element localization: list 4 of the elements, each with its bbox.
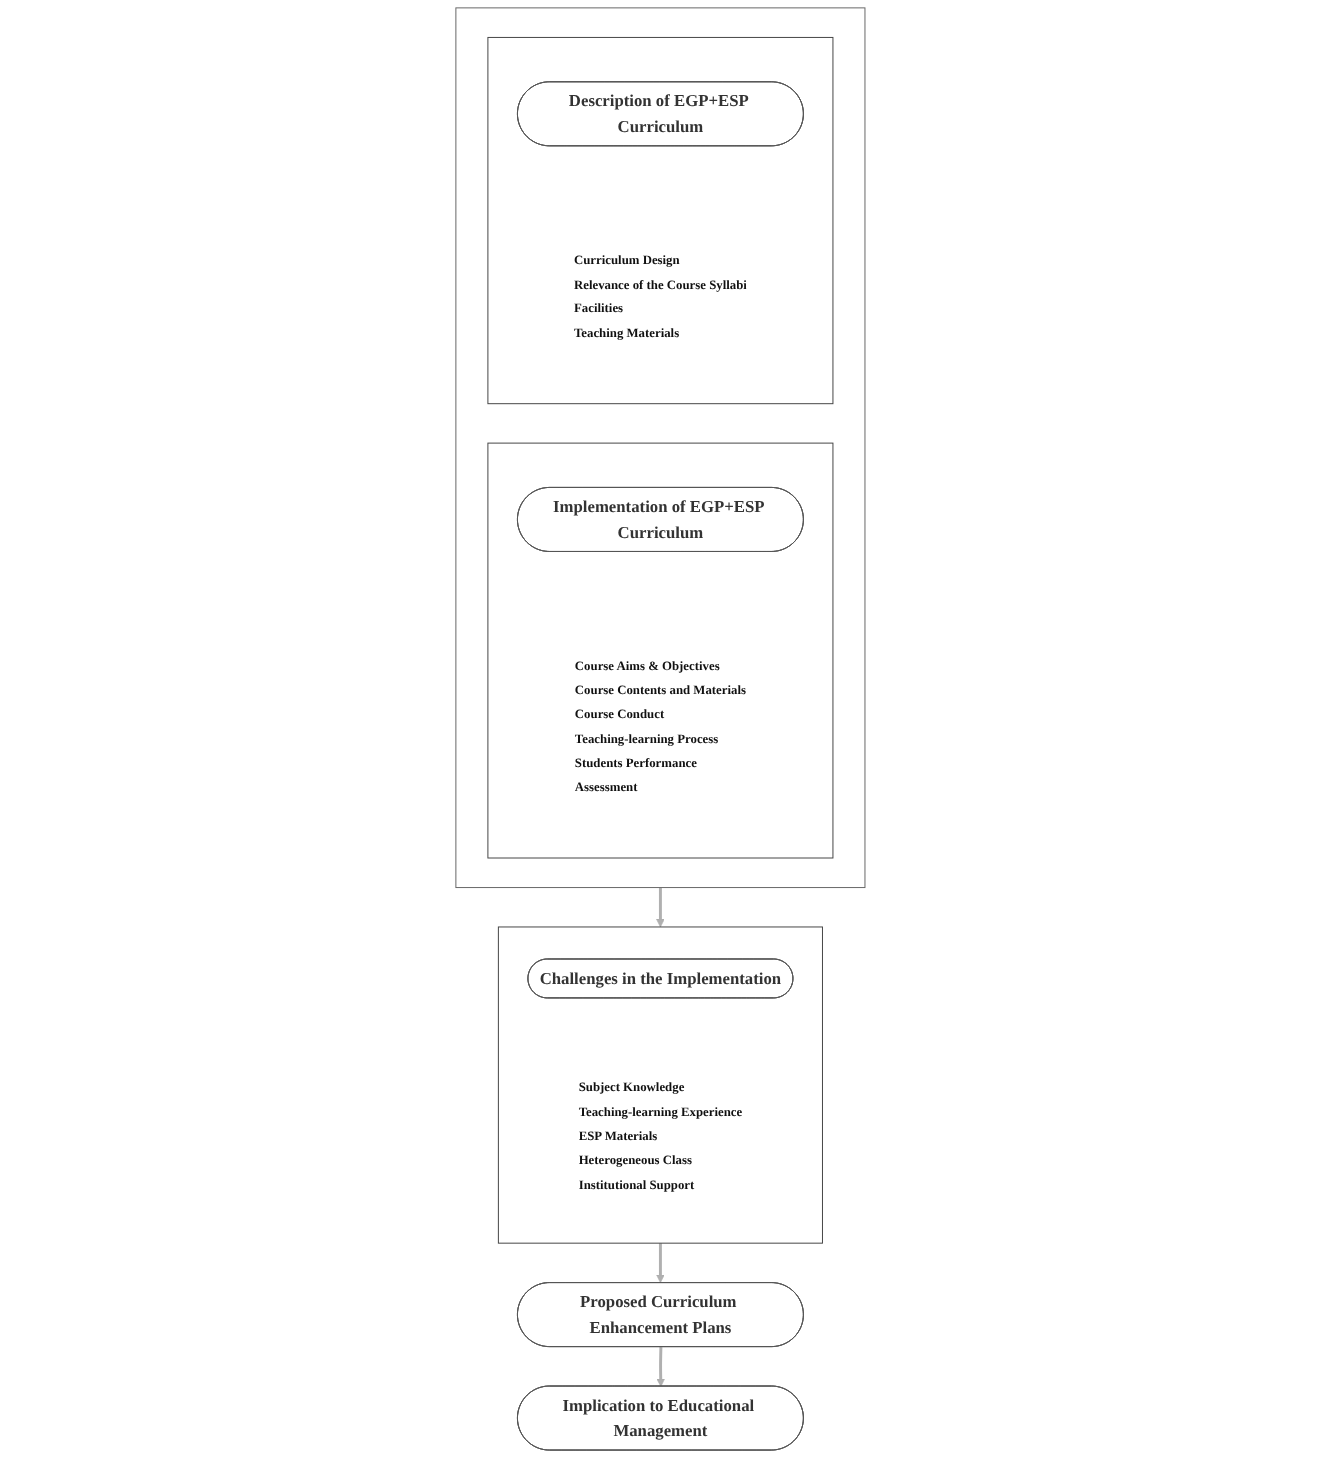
arrow — [656, 1243, 666, 1283]
arrow — [656, 887, 666, 928]
arrow — [656, 1347, 666, 1387]
cluster — [455, 7, 866, 889]
